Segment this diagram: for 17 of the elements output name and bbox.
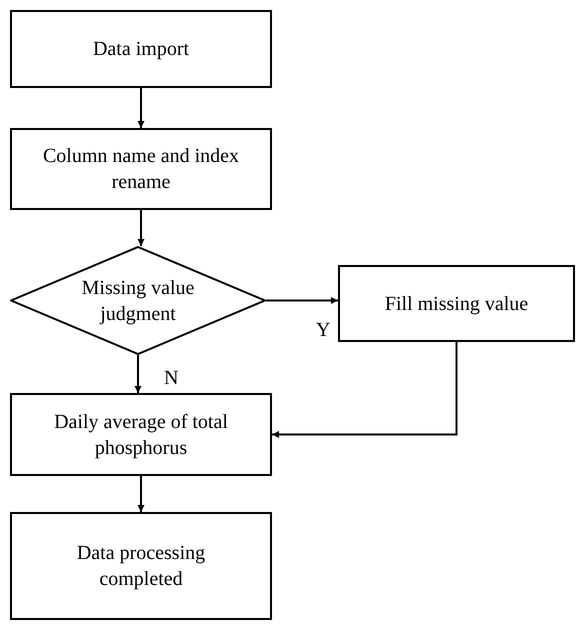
process-box (10, 128, 272, 210)
box-label: Data processing completed (76, 541, 206, 592)
process-box (10, 512, 272, 620)
arrow (272, 342, 458, 438)
arrow (138, 210, 144, 246)
process-box (10, 393, 272, 476)
box-label: Column name and index rename (42, 144, 240, 195)
process-box (10, 10, 272, 88)
box-label: Daily average of total phosphorus (53, 410, 229, 460)
process-box (338, 265, 575, 342)
arrow (134, 355, 142, 393)
arrow (266, 297, 338, 304)
box-label: Data import (92, 37, 190, 62)
box-label: Fill missing value (384, 292, 528, 316)
arrow (138, 88, 144, 128)
box-label: Missing value judgment (80, 276, 196, 326)
arrow (138, 476, 144, 512)
